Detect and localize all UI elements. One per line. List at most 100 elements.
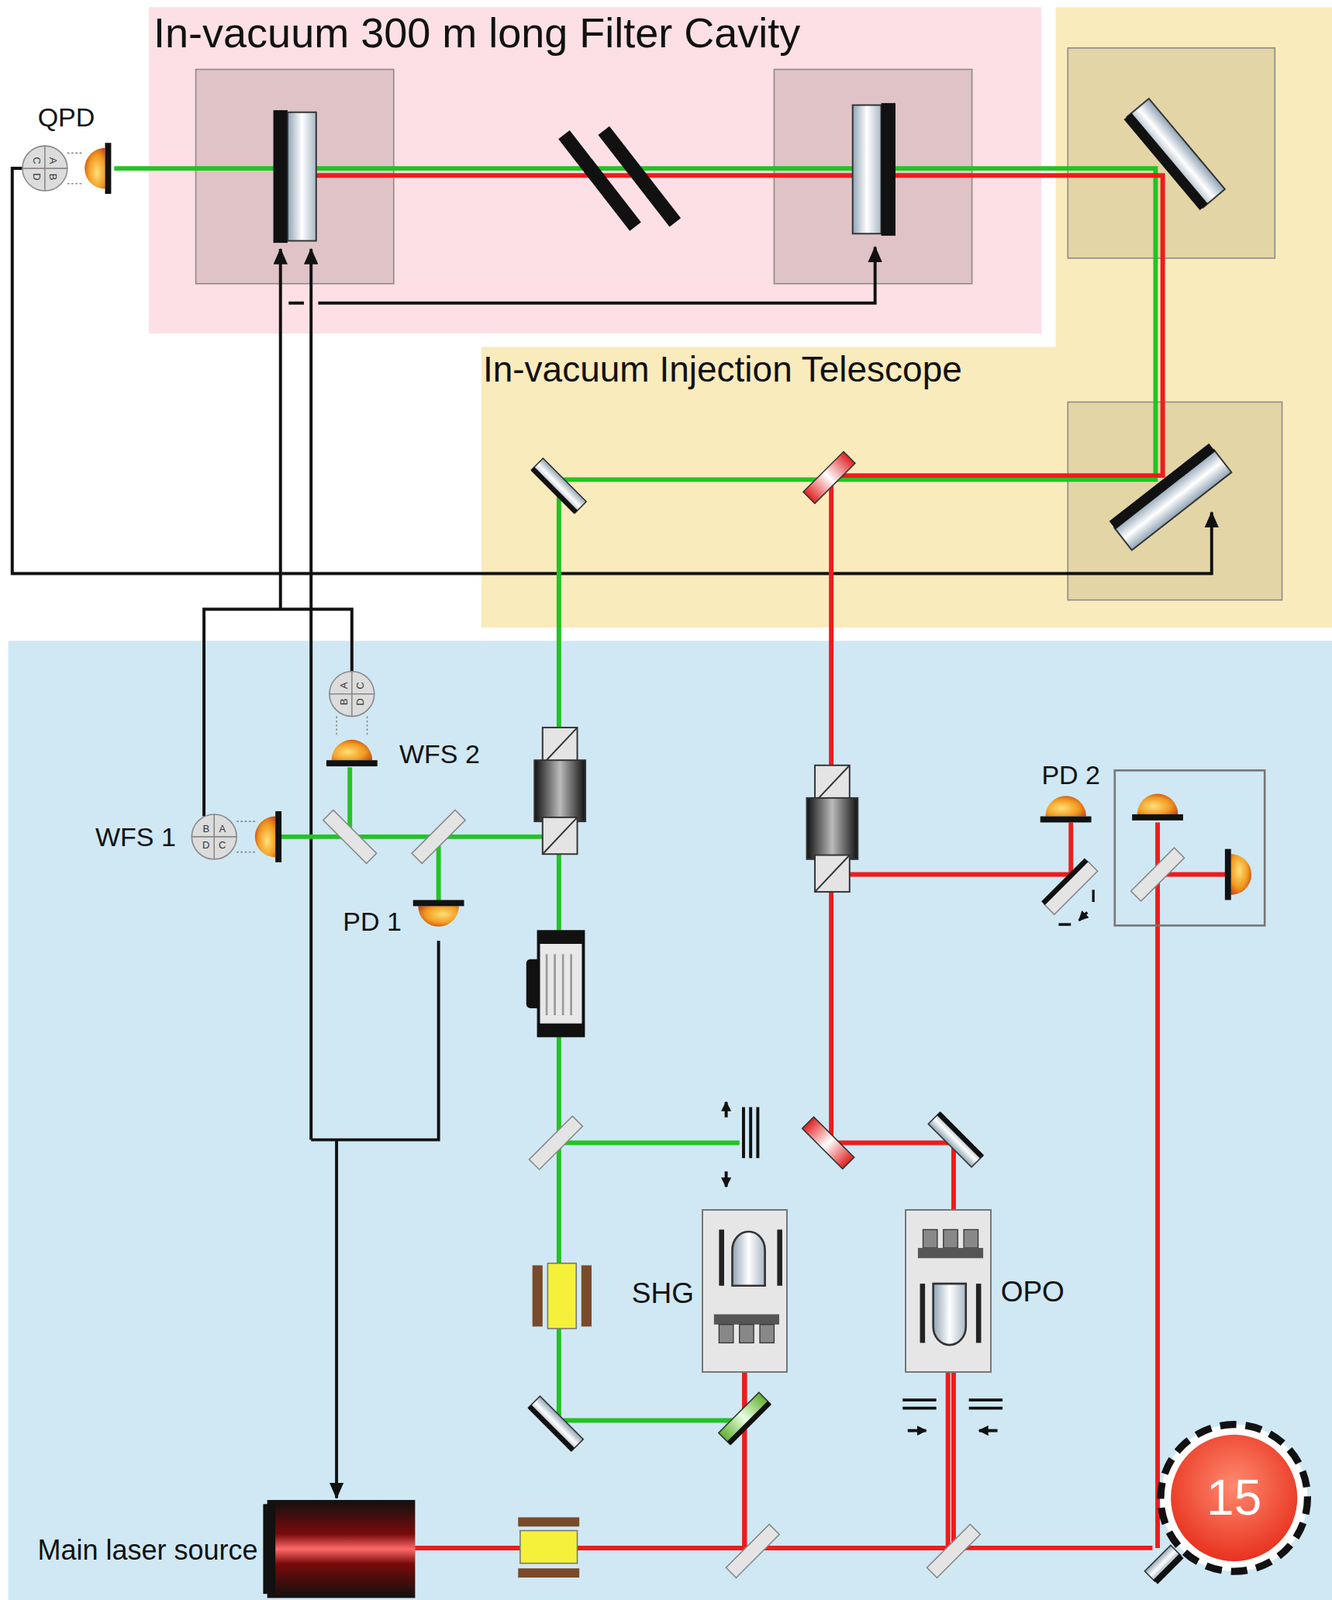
detector-label: PD 1 [342,907,402,935]
callout-number: 15 [1206,1472,1262,1522]
photodetector [1131,814,1184,821]
beam-splitter [529,1115,584,1170]
opo-cavity [904,1208,992,1373]
beam-shutter [743,1107,758,1159]
faraday-isolator [542,817,578,854]
opo-cavity [976,1283,982,1343]
photodetector [1040,816,1092,823]
faraday-isolator [542,727,578,764]
quadrant-letter: A [48,156,59,164]
shg-cavity [701,1208,787,1373]
suspension-platform [1067,48,1275,259]
shg-cavity [701,1208,787,1373]
green-beam [113,168,1156,1420]
opo-cavity [933,1283,967,1345]
quadrant-letter: C [31,156,42,164]
photodetector [413,899,465,906]
opo-cavity [922,1228,937,1248]
phase-shifter [538,931,584,944]
quadrant-letter: A [338,682,349,690]
red-beam [831,821,1071,874]
quadrant-symbol [329,671,375,717]
steering-mirror [1153,1553,1184,1584]
control-wire [12,168,1212,573]
steering-mirror [936,1111,984,1158]
photodetector [255,816,276,858]
quadrant-symbol [67,152,368,852]
control-wire [310,940,439,1140]
photodetector [1225,848,1232,901]
dichroic-mirror [803,451,856,504]
green-beam [559,1140,740,1146]
red-beam [1155,821,1160,1547]
dichroic-mirror [727,1400,772,1445]
movable-beam-splitter [1044,860,1098,915]
quadrant-symbol [22,145,68,191]
movable-beam-splitter [1041,858,1098,925]
dichroic-mirror [802,1116,855,1169]
red-beam [316,175,1229,1548]
phase-shifter [538,931,584,1036]
faraday-isolator [542,727,578,764]
control-wire [334,1139,339,1498]
cavity-box: SHG [701,1208,787,1373]
laser-body [262,1503,276,1594]
steering-mirror [527,98,1232,1584]
steering-mirror [1124,113,1208,211]
opo-cavity [943,1228,958,1248]
opo-cavity [963,1228,978,1248]
photodetector [1225,848,1252,901]
beam-splitter [927,1523,981,1578]
faraday-isolator [807,797,859,860]
beam-splitter [411,809,466,863]
quadrant-symbol [22,145,68,191]
laser-body [262,1499,415,1598]
beam-shutter [724,1101,729,1118]
vacuum-break-symbol [563,130,675,227]
electro-optic-modulator [547,1262,577,1329]
control-wire [203,608,352,816]
telescope-region [481,6,1332,628]
faraday-isolator [814,765,850,802]
quadrant-letter: D [355,697,366,705]
control-wire [309,248,313,1140]
suspension-platform [1067,401,1282,600]
wave-plates [902,1399,1003,1430]
node-label: In-vacuum 300 m long Filter Cavity [153,10,801,56]
electro-optic-modulator [532,1264,543,1326]
opo-cavity [920,1283,926,1343]
wave-plates [979,1428,998,1433]
steering-mirror [527,1395,584,1452]
detector-label: WFS 2 [399,740,480,767]
photodetector [326,739,378,767]
callout-badge [1160,1424,1308,1571]
detector-label: PD 2 [1041,761,1101,788]
detector-label: WFS 1 [95,823,176,850]
photodetector [104,142,111,194]
photodetector [417,905,459,926]
photodetector [331,739,373,760]
faraday-isolator [814,855,850,892]
dichroic-mirror [718,1391,772,1445]
quadrant-letter: B [202,823,210,834]
shg-cavity [714,1314,780,1325]
photodetector [255,810,282,863]
quadrant-symbol [191,814,237,860]
control-wire [279,248,283,609]
beam-splitter [323,809,1185,1578]
cavity-mirror [852,105,882,235]
beam-connector [414,1372,745,1548]
green-beam [113,168,1156,1420]
wave-plates [907,1428,927,1433]
opo-cavity [904,1208,992,1373]
beam-splitter [1131,847,1185,901]
steering-mirror [531,458,587,514]
photodetector [326,759,378,767]
faraday-isolator [534,727,858,892]
steering-mirror [1109,443,1232,551]
region-panel: In-vacuum Injection Telescope [481,346,1332,628]
quadrant-symbol [191,814,237,860]
steering-mirror [1127,98,1226,208]
steering-mirror [531,466,578,514]
phase-shifter [526,931,584,1036]
